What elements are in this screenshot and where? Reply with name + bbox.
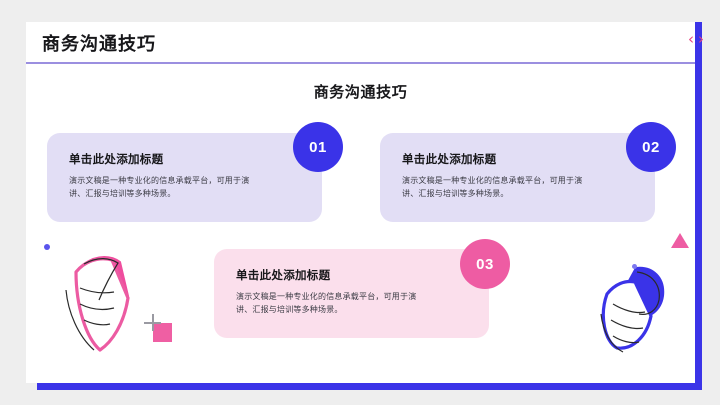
slide-header: [26, 22, 695, 63]
card-title: 单击此处添加标题: [69, 154, 164, 166]
chevron-right-icon[interactable]: ›: [698, 30, 704, 48]
card-number-badge-1: 01: [293, 122, 343, 172]
accent-dot-right-small: [632, 264, 637, 269]
card-body-text: 演示文稿是一种专业化的信息承载平台，可用于演讲、汇报与培训等多种场景。: [69, 176, 250, 199]
page-title: 商务沟通技巧: [42, 34, 156, 54]
card-body-text: 演示文稿是一种专业化的信息承载平台，可用于演讲、汇报与培训等多种场景。: [236, 292, 417, 315]
card-number-badge-3: 03: [460, 239, 510, 289]
card-title: 单击此处添加标题: [236, 270, 331, 282]
card-number-badge-2: 02: [626, 122, 676, 172]
content-card-1[interactable]: 单击此处添加标题 演示文稿是一种专业化的信息承载平台，可用于演讲、汇报与培训等多…: [47, 133, 322, 222]
pink-curled-paper-illustration: [54, 246, 144, 361]
frame-right-accent-bar: [695, 22, 702, 390]
card-body-text: 演示文稿是一种专业化的信息承载平台，可用于演讲、汇报与培训等多种场景。: [402, 176, 583, 199]
blue-curled-paper-illustration: [581, 254, 676, 369]
content-card-3[interactable]: 单击此处添加标题 演示文稿是一种专业化的信息承载平台，可用于演讲、汇报与培训等多…: [214, 249, 489, 338]
chevron-left-icon[interactable]: ‹: [688, 30, 694, 48]
pink-triangle-shape: [671, 233, 689, 248]
slide-navigation[interactable]: ‹ ›: [688, 32, 704, 47]
slide-canvas: 商务沟通技巧: [26, 64, 695, 383]
pink-square-shape: [153, 323, 172, 342]
slide-title: 商务沟通技巧: [313, 84, 408, 101]
frame-bottom-accent-bar: [37, 383, 702, 390]
header-underline-divider: [26, 62, 695, 64]
card-title: 单击此处添加标题: [402, 154, 497, 166]
content-card-2[interactable]: 单击此处添加标题 演示文稿是一种专业化的信息承载平台，可用于演讲、汇报与培训等多…: [380, 133, 655, 222]
grey-cross-mark: [144, 314, 161, 331]
accent-dot-left: [44, 244, 50, 250]
